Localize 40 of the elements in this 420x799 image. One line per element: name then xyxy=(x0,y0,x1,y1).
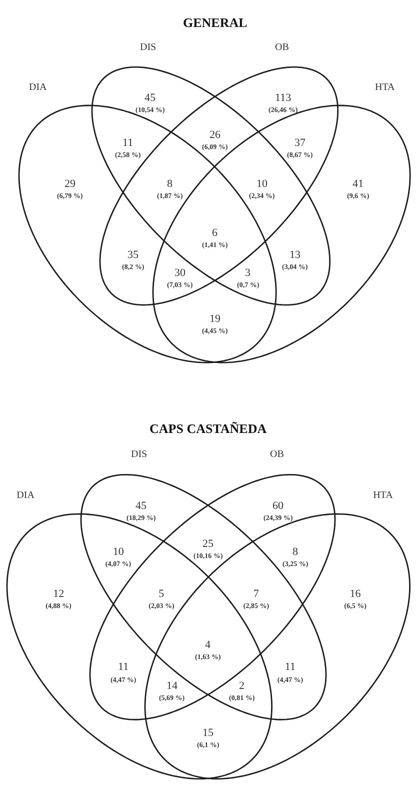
set-label: DIS xyxy=(140,43,156,53)
region-count: 3 xyxy=(245,268,250,278)
region-count: 11 xyxy=(118,662,129,674)
region-count: 11 xyxy=(284,662,296,674)
region-count: 8 xyxy=(167,178,172,190)
panel-label: CAPS CASTAÑEDA xyxy=(150,422,267,436)
region-count: 13 xyxy=(290,250,300,260)
set-label: OB xyxy=(274,43,289,53)
panel-label: GENERAL xyxy=(183,16,248,28)
set-label: HTA xyxy=(373,490,393,501)
region-count: 41 xyxy=(352,178,364,190)
set-label: DIS xyxy=(130,450,148,460)
region-count: 113 xyxy=(275,92,292,104)
region-count: 15 xyxy=(202,728,214,740)
region-count: 8 xyxy=(292,546,298,558)
region-count: 19 xyxy=(210,314,220,324)
region-count: 2 xyxy=(238,680,244,692)
region-count: 4 xyxy=(205,640,210,651)
region-count: 11 xyxy=(122,138,134,148)
region-count: 12 xyxy=(53,589,64,600)
set-label: DIA xyxy=(28,83,47,93)
region-count: 6 xyxy=(212,228,218,238)
region-count: 37 xyxy=(294,138,306,148)
region-count: 60 xyxy=(272,500,284,512)
set-label: OB xyxy=(270,450,284,460)
region-count: 7 xyxy=(253,589,259,600)
region-count: 35 xyxy=(128,250,138,260)
region-count: 14 xyxy=(166,680,178,692)
region-count: 25 xyxy=(202,538,214,550)
region-count: 26 xyxy=(210,130,220,140)
region-count: 16 xyxy=(350,589,361,600)
region-count: 30 xyxy=(174,268,186,278)
set-label: HTA xyxy=(374,83,395,93)
set-label: DIA xyxy=(16,490,34,501)
region-count: 10 xyxy=(112,546,124,558)
region-count: 10 xyxy=(256,178,268,190)
region-count: 5 xyxy=(158,589,164,600)
region-count: 45 xyxy=(136,500,147,512)
region-count: 45 xyxy=(144,92,156,104)
region-count: 29 xyxy=(64,178,76,190)
